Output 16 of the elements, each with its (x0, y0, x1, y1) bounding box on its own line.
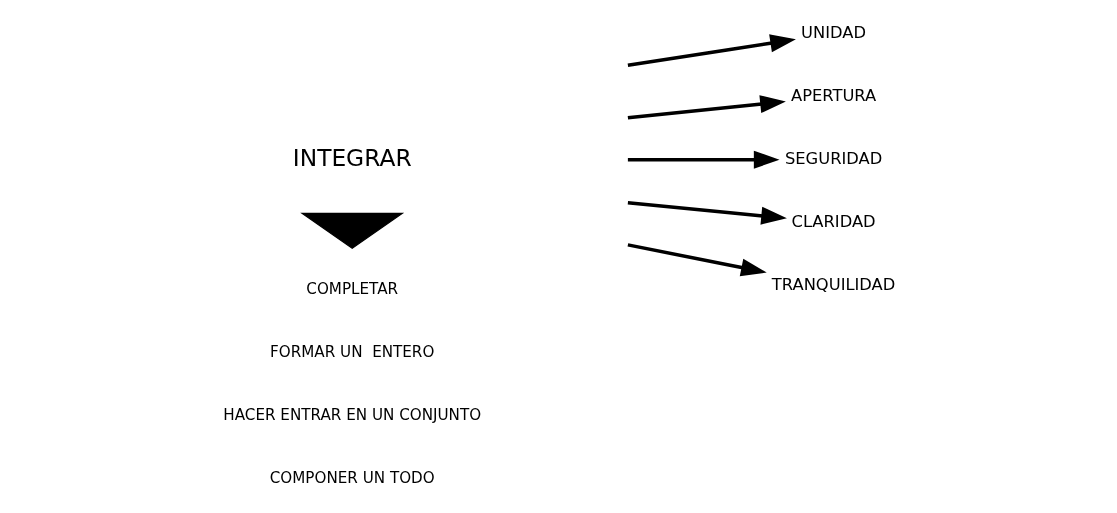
node-text: TRANQUILIDAD (771, 274, 896, 294)
arrow (627, 95, 786, 120)
node-triangle (300, 212, 405, 250)
arrow (627, 150, 780, 169)
label: COMPLETAR (306, 280, 399, 299)
arrow (627, 243, 767, 277)
node-text: UNIDAD (801, 23, 867, 43)
node-text: APERTURA (791, 86, 877, 106)
arrow (627, 34, 796, 67)
label: HACER ENTRAR EN UN CONJUNTO (223, 406, 482, 425)
label: FORMAR UN ENTERO (270, 343, 435, 362)
node-text: SEGURIDAD (784, 149, 883, 169)
node-text: CLARIDAD (791, 211, 876, 231)
label: COMPONER UN TODO (269, 469, 435, 488)
node-text: INTEGRAR (292, 143, 412, 171)
arrow (627, 201, 787, 225)
